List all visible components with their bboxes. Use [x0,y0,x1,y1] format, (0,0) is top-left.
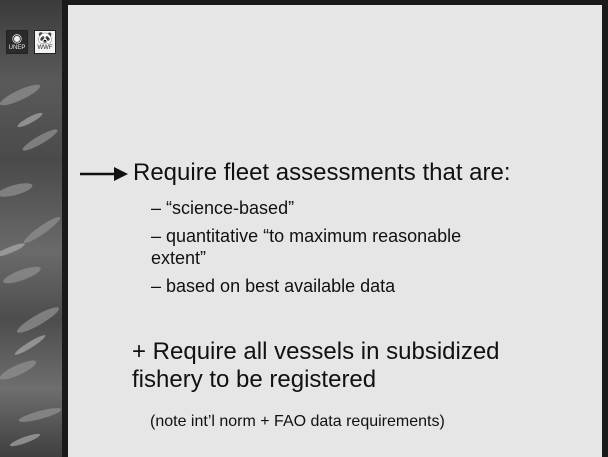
sub-bullet-item: – “science-based” [151,198,295,218]
sub-bullet-list: – “science-based” – quantitative “to max… [151,197,571,303]
top-border [62,0,608,5]
left-divider [62,0,68,457]
right-border [602,0,608,457]
panda-logo-icon: 🐼 WWF [34,30,56,54]
footnote-text: (note int’l norm + FAO data requirements… [150,413,445,430]
right-arrow-icon [80,167,128,181]
slide-content: Require fleet assessments that are: – “s… [68,5,602,457]
sub-bullet-item: – based on best available data [151,276,396,296]
sub-bullet-item: – quantitative “to maximum reasonable ex… [151,226,462,268]
fish-school-image [0,84,62,447]
main-bullet-text: Require fleet assessments that are: [133,159,511,186]
registration-requirement-text: + Require all vessels in subsidized fish… [132,338,500,393]
fish-image-band: ◉ UNEP 🐼 WWF [0,0,62,457]
unep-logo-icon: ◉ UNEP [6,30,28,54]
